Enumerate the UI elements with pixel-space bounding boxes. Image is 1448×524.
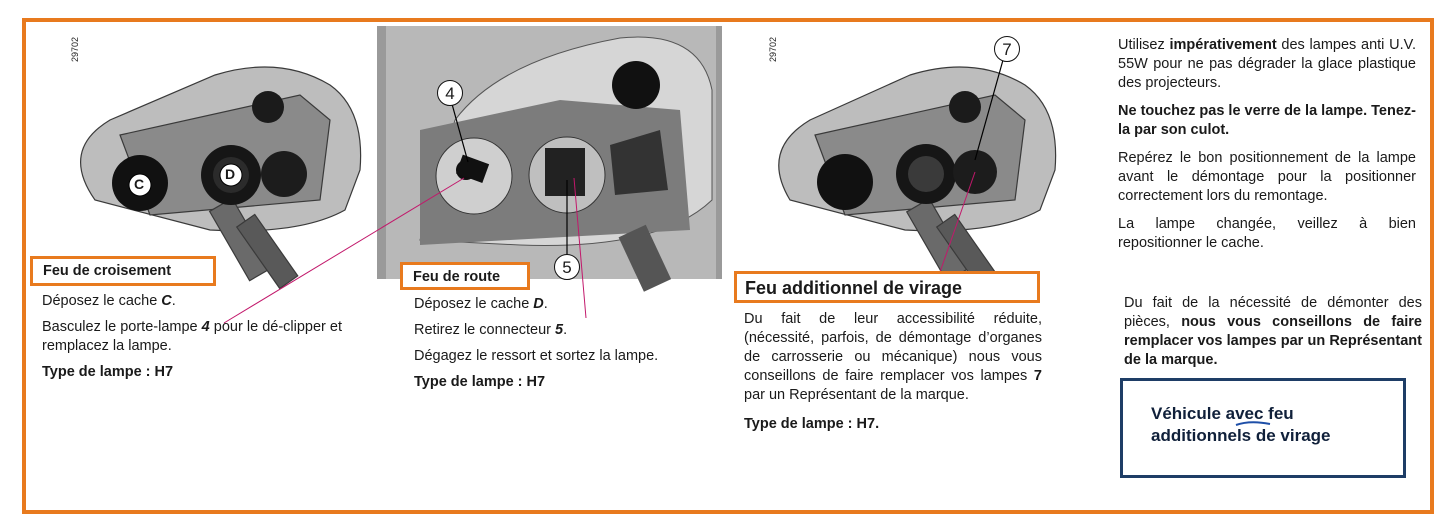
callout-5: 5: [554, 254, 580, 280]
dealer-advice: Du fait de la nécessité de démonter des …: [1124, 295, 1422, 368]
panel-2-text: Déposez le cache D. Retirez le connecteu…: [414, 295, 714, 399]
label-d-marker: [219, 163, 243, 187]
callout-7: 7: [994, 36, 1020, 62]
note-line-2: additionnels de virage: [1151, 426, 1331, 445]
header-feu-de-route: Feu de route: [400, 262, 530, 290]
step-1: Déposez le cache D.: [414, 296, 548, 312]
panel-3-text: Du fait de leur accessibilité réduite, (…: [744, 310, 1042, 441]
right-column-text: Utilisez impérativement des lampes anti …: [1118, 36, 1416, 262]
header-feu-additionnel-de-virage: Feu additionnel de virage: [734, 271, 1040, 303]
cornering-body: Du fait de leur accessibilité réduite, (…: [744, 311, 1042, 403]
cache-d-label: D: [225, 166, 236, 182]
note-line-1: Véhicule avec feu: [1151, 404, 1294, 423]
lamp-type: Type de lampe : H7.: [744, 416, 880, 432]
callout-4: 4: [437, 80, 463, 106]
glass-warning: Ne touchez pas le verre de la lampe. Ten…: [1118, 103, 1416, 138]
label-c-marker: [128, 173, 152, 197]
panel-1-text: Déposez le cache C. Basculez le porte-la…: [42, 292, 342, 389]
lamp-type: Type de lampe : H7: [414, 374, 546, 390]
cornering-lights-note: Véhicule avec feu additionnels de virage: [1120, 378, 1406, 478]
step-1: Déposez le cache C.: [42, 293, 176, 309]
step-2: Basculez le porte-lampe 4 pour le dé-cli…: [42, 319, 343, 354]
lamp-type: Type de lampe : H7: [42, 364, 174, 380]
uv-lamp-advice: Utilisez impérativement des lampes anti …: [1118, 37, 1417, 91]
header-feu-de-croisement: Feu de croisement: [30, 256, 216, 286]
step-2: Retirez le connecteur 5.: [414, 322, 568, 338]
positioning-advice: Repérez le bon positionnement de la lamp…: [1118, 150, 1416, 204]
cache-c-label: C: [134, 176, 145, 192]
step-3: Dégagez le ressort et sortez la lampe.: [414, 348, 659, 364]
cache-advice: La lampe changée, veillez à bien reposit…: [1118, 216, 1416, 251]
page-frame: [22, 18, 1434, 514]
